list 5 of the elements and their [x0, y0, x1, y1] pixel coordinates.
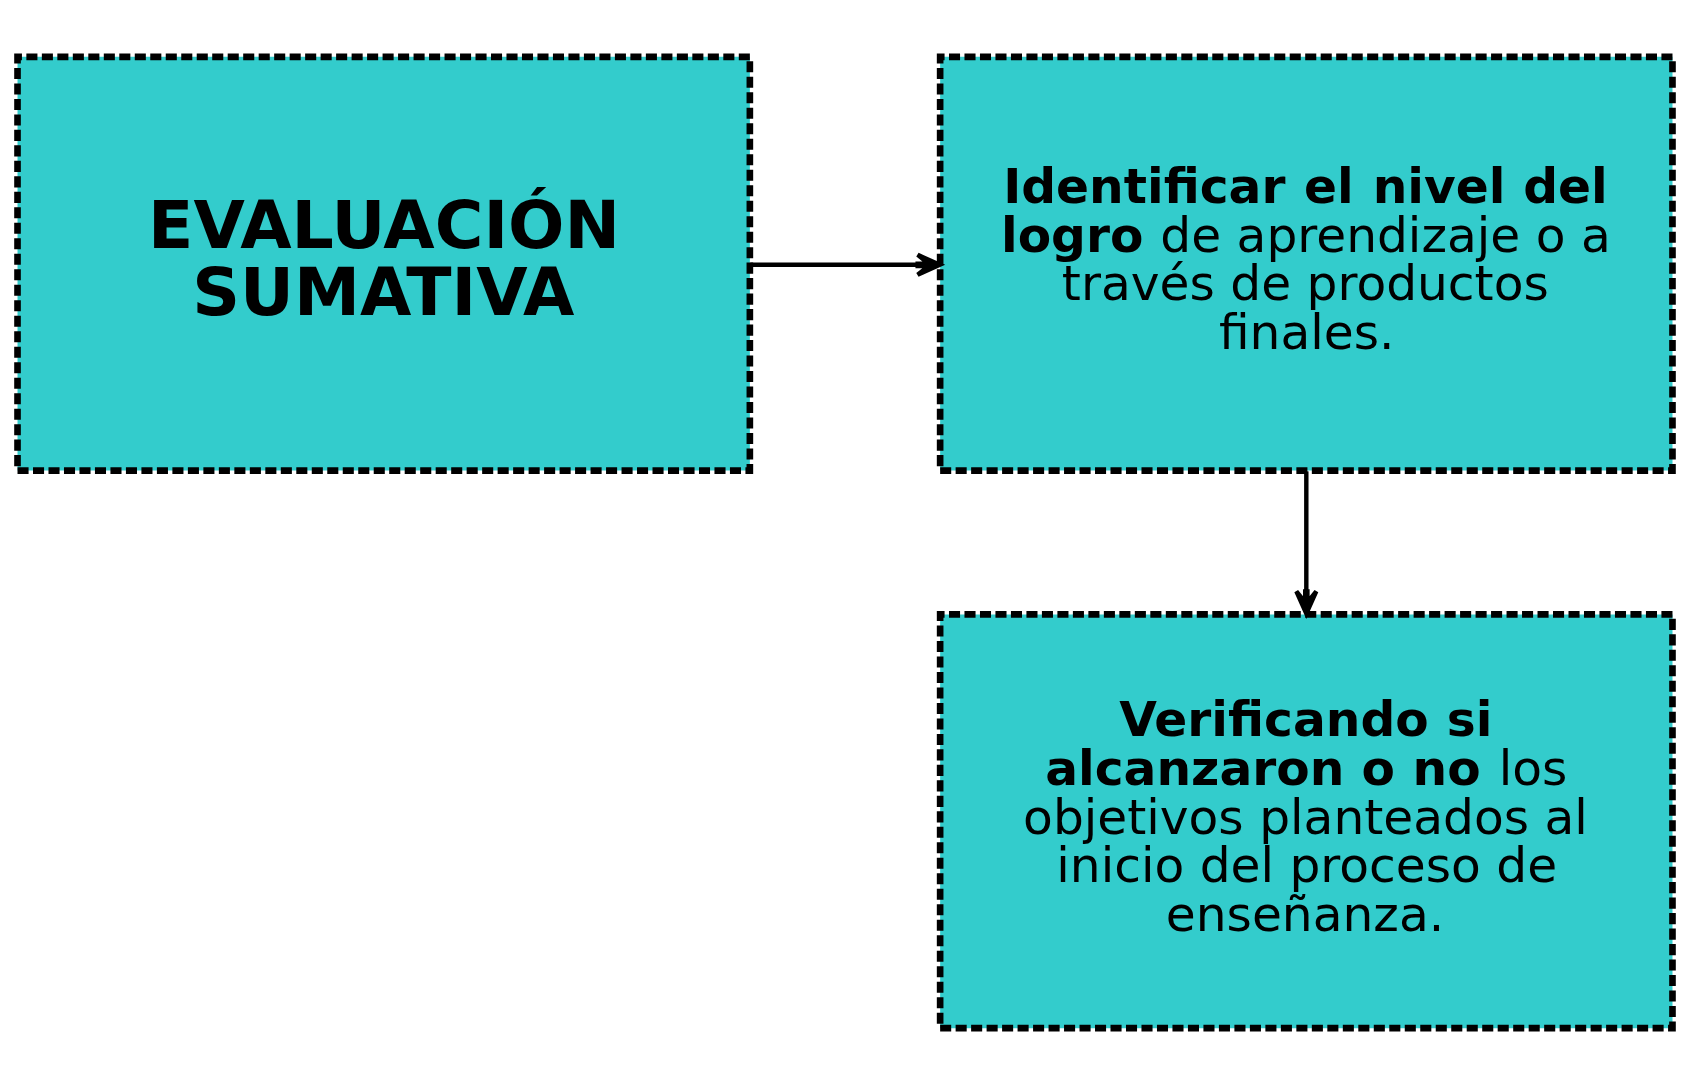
arrow: [750, 252, 942, 277]
node-box: Identificar el nivel del logro de aprendizaje o a través de productos finales.: [936, 53, 1676, 474]
node-box: Verificando si alcanzaron o no los objetivos planteados al inicio del proceso de enseñanza.: [936, 610, 1676, 1031]
arrow: [1294, 470, 1319, 616]
node-box: EVALUACIÓN SUMATIVA: [14, 53, 754, 474]
